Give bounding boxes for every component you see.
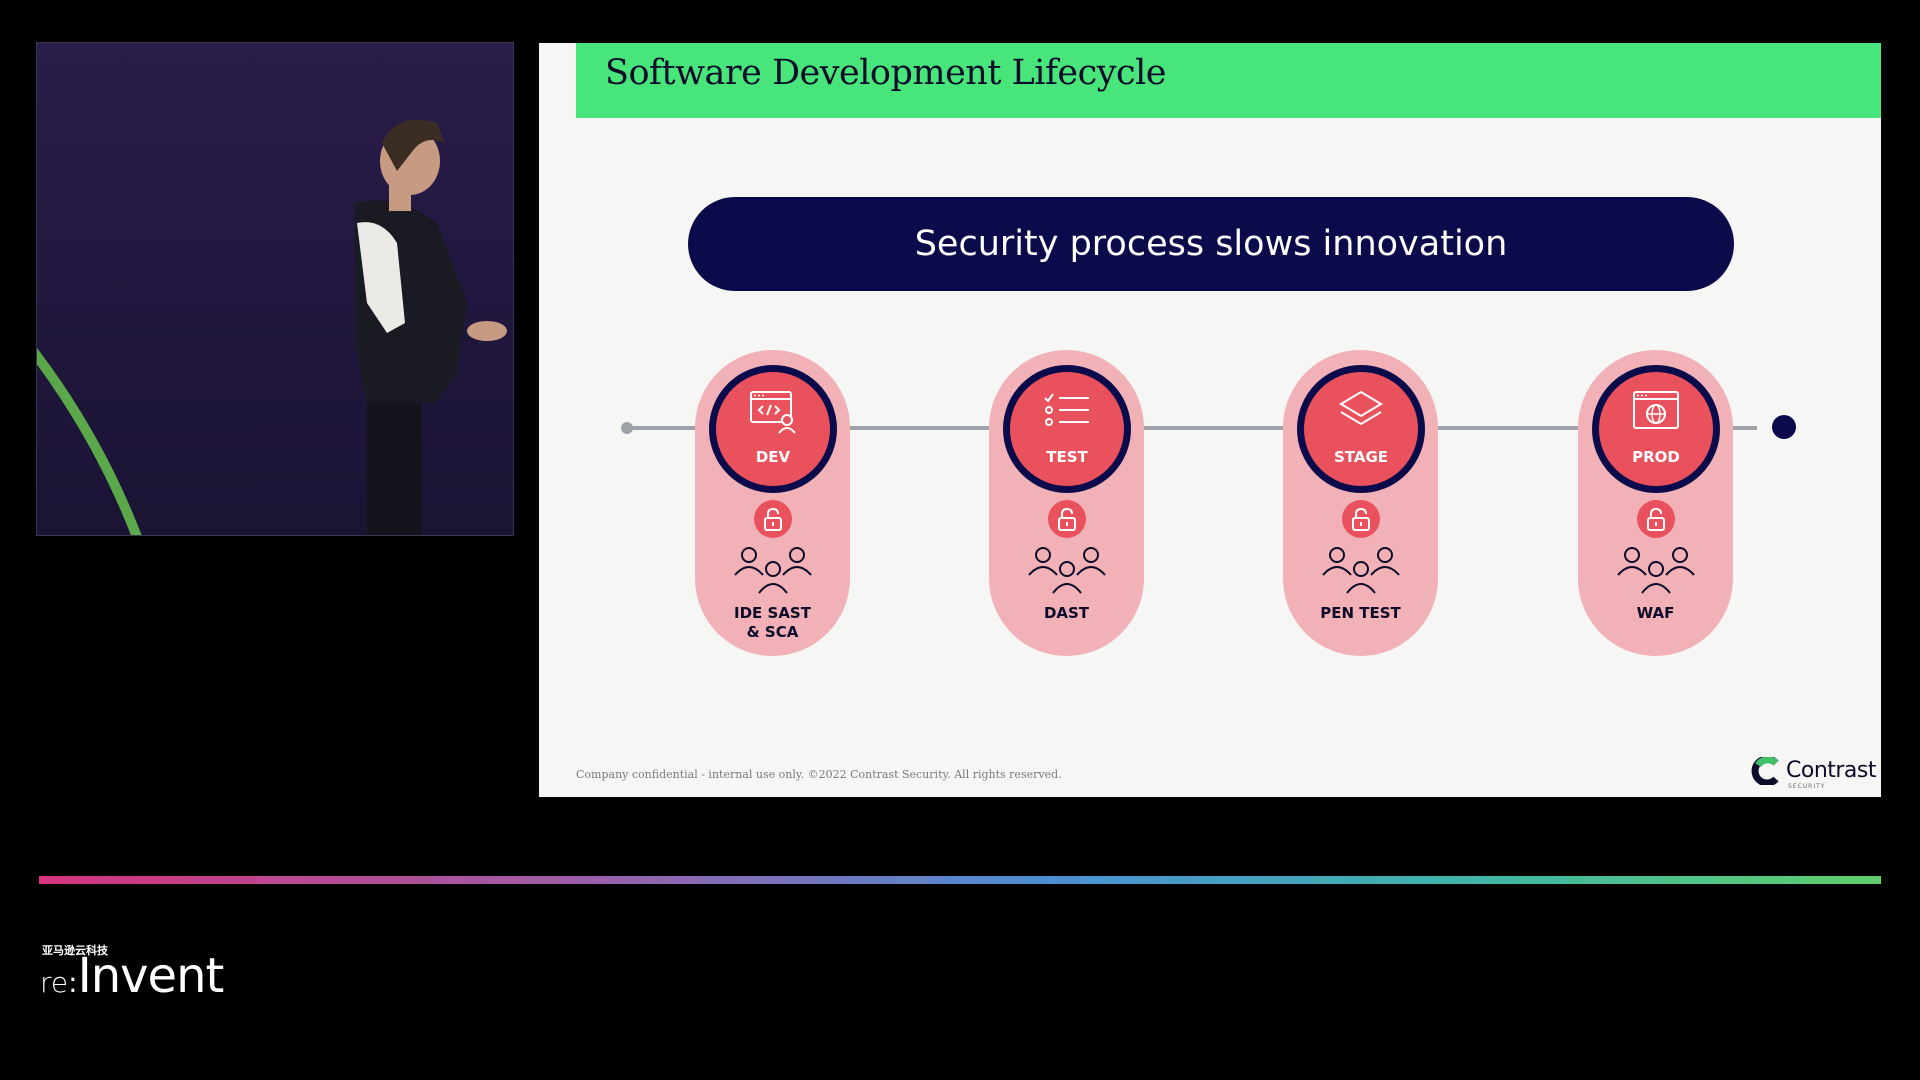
contrast-logo-icon bbox=[1750, 757, 1782, 785]
stage-stage: STAGE PEN TEST bbox=[1283, 350, 1438, 656]
stage-circle: TEST bbox=[1003, 365, 1131, 493]
stage-label: PROD bbox=[1599, 448, 1713, 466]
unlock-icon bbox=[1057, 507, 1077, 531]
brand-re: re bbox=[40, 966, 68, 999]
tool-label: WAF bbox=[1578, 604, 1733, 623]
tool-label: PEN TEST bbox=[1283, 604, 1438, 623]
contrast-logo-subtext: SECURITY bbox=[1788, 783, 1825, 790]
stage-circle: PROD bbox=[1592, 365, 1720, 493]
title-bar: Software Development Lifecycle bbox=[576, 43, 1881, 118]
code-window-icon bbox=[749, 390, 797, 434]
checklist-icon bbox=[1043, 390, 1091, 434]
team-icon bbox=[1319, 545, 1403, 597]
globe-window-icon bbox=[1632, 390, 1680, 434]
slide-title: Software Development Lifecycle bbox=[605, 53, 1166, 93]
unlock-icon bbox=[1351, 507, 1371, 531]
team-icon bbox=[1614, 545, 1698, 597]
speaker-figure bbox=[37, 43, 514, 536]
lock-badge bbox=[1342, 500, 1380, 538]
stage-circle: STAGE bbox=[1297, 365, 1425, 493]
reinvent-logo: re:Invent bbox=[40, 948, 223, 1004]
unlock-icon bbox=[763, 507, 783, 531]
contrast-logo-text: Contrast bbox=[1786, 758, 1876, 783]
tool-label-line2: & SCA bbox=[695, 623, 850, 642]
lock-badge bbox=[754, 500, 792, 538]
layers-icon bbox=[1337, 390, 1385, 434]
stage-circle: DEV bbox=[709, 365, 837, 493]
stage-dev: DEV IDE SAST & SCA bbox=[695, 350, 850, 656]
confidentiality-note: Company confidential - internal use only… bbox=[576, 768, 1062, 781]
brand-colon: : bbox=[68, 966, 77, 999]
tool-label-line1: DAST bbox=[989, 604, 1144, 623]
team-icon bbox=[731, 545, 815, 597]
unlock-icon bbox=[1646, 507, 1666, 531]
brand-invent: Invent bbox=[78, 948, 224, 1004]
banner: Security process slows innovation bbox=[688, 197, 1734, 291]
gradient-divider bbox=[39, 876, 1881, 884]
banner-text: Security process slows innovation bbox=[915, 224, 1508, 264]
team-icon bbox=[1025, 545, 1109, 597]
stage-test: TEST DAST bbox=[989, 350, 1144, 656]
tool-label: DAST bbox=[989, 604, 1144, 623]
timeline-start-dot bbox=[621, 422, 633, 434]
tool-label: IDE SAST & SCA bbox=[695, 604, 850, 642]
tool-label-line1: WAF bbox=[1578, 604, 1733, 623]
tool-label-line1: IDE SAST bbox=[695, 604, 850, 623]
lock-badge bbox=[1048, 500, 1086, 538]
speaker-video bbox=[36, 42, 514, 536]
stage-label: STAGE bbox=[1304, 448, 1418, 466]
timeline-end-dot bbox=[1772, 415, 1796, 439]
lock-badge bbox=[1637, 500, 1675, 538]
tool-label-line1: PEN TEST bbox=[1283, 604, 1438, 623]
stage-label: TEST bbox=[1010, 448, 1124, 466]
stage-label: DEV bbox=[716, 448, 830, 466]
stage-prod: PROD WAF bbox=[1578, 350, 1733, 656]
presentation-slide: Software Development Lifecycle Security … bbox=[539, 43, 1881, 797]
